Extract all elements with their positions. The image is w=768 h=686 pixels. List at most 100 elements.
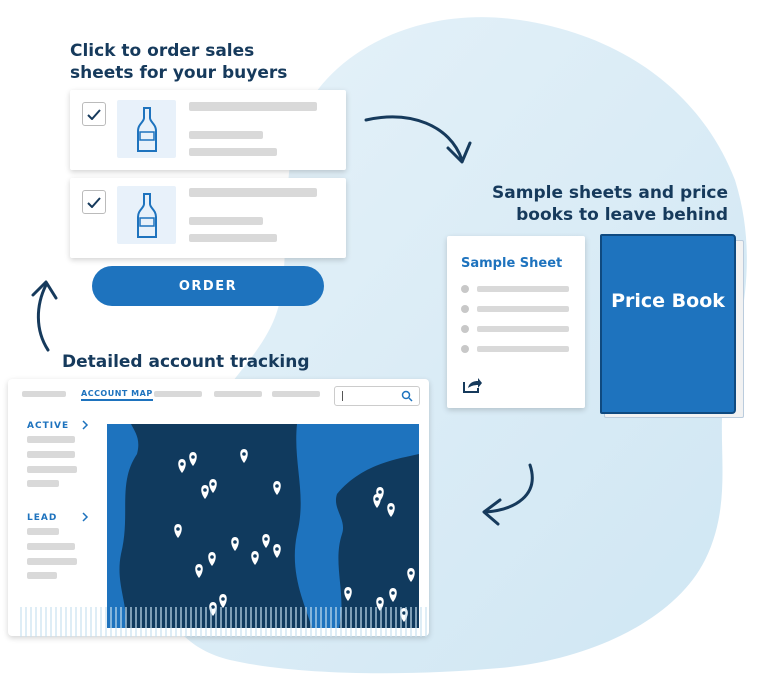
- map-pin-hole: [221, 597, 225, 601]
- sidebar-item-placeholder[interactable]: [27, 572, 57, 579]
- arrow-to-order: [36, 283, 50, 352]
- nav-tab-placeholder[interactable]: [22, 391, 66, 397]
- texture-strip: [20, 607, 430, 637]
- map-pin-icon[interactable]: [251, 551, 259, 565]
- map-pin-hole: [191, 455, 195, 459]
- product-text-placeholder: [189, 234, 277, 242]
- order-heading: Click to order sales sheets for your buy…: [70, 41, 288, 83]
- map-pin-hole: [389, 506, 393, 510]
- map-pin-icon[interactable]: [407, 568, 415, 582]
- list-line-placeholder: [477, 306, 569, 312]
- map-pin-hole: [378, 600, 382, 604]
- price-book-title: Price Book: [611, 290, 725, 312]
- chevron-right-icon[interactable]: [81, 512, 89, 522]
- land-mass: [119, 424, 312, 628]
- map-pin-hole: [180, 462, 184, 466]
- map-pin-icon[interactable]: [189, 452, 197, 466]
- list-line-placeholder: [477, 326, 569, 332]
- leave-behind-heading: Sample sheets and price books to leave b…: [492, 183, 728, 225]
- sidebar-active-label[interactable]: ACTIVE: [27, 421, 70, 431]
- map-pin-hole: [378, 490, 382, 494]
- map-pin-hole: [176, 527, 180, 531]
- product-text-placeholder: [189, 148, 277, 156]
- chevron-right-icon[interactable]: [81, 420, 89, 430]
- nav-tab-placeholder[interactable]: [214, 391, 262, 397]
- map-pin-hole: [211, 482, 215, 486]
- list-line-placeholder: [477, 286, 569, 292]
- map-pin-icon[interactable]: [273, 544, 281, 558]
- map-pin-icon[interactable]: [240, 449, 248, 463]
- map-pin-hole: [203, 488, 207, 492]
- product-text-placeholder: [189, 217, 263, 225]
- map-pin-icon[interactable]: [231, 537, 239, 551]
- map-pin-icon[interactable]: [174, 524, 182, 538]
- price-book[interactable]: Price Book: [600, 234, 736, 414]
- map-pin-hole: [275, 484, 279, 488]
- sample-sheet-title: Sample Sheet: [461, 256, 563, 271]
- map-pin-hole: [242, 452, 246, 456]
- map-pin-icon[interactable]: [209, 479, 217, 493]
- sidebar-item-placeholder[interactable]: [27, 543, 75, 550]
- product-card-1[interactable]: [70, 90, 346, 170]
- product-card-2[interactable]: [70, 178, 346, 258]
- map-pin-icon[interactable]: [273, 481, 281, 495]
- map-pin-icon[interactable]: [201, 485, 209, 499]
- wine-bottle-icon: [137, 193, 157, 238]
- wine-bottle-icon: [137, 107, 157, 152]
- list-bullet: [461, 325, 469, 333]
- map-pin-icon[interactable]: [219, 594, 227, 608]
- map-pin-hole: [375, 497, 379, 501]
- arrow-to-tracking: [483, 463, 534, 514]
- sidebar-item-placeholder[interactable]: [27, 558, 77, 565]
- product-checkbox-2[interactable]: [82, 190, 106, 214]
- sidebar-item-placeholder[interactable]: [27, 436, 75, 443]
- map-pin-icon[interactable]: [344, 587, 352, 601]
- product-checkbox-1[interactable]: [82, 102, 106, 126]
- account-map[interactable]: [107, 424, 419, 628]
- tab-account-map[interactable]: ACCOUNT MAP: [81, 389, 153, 401]
- map-pin-icon[interactable]: [373, 494, 381, 508]
- product-title-placeholder: [189, 188, 317, 197]
- map-pin-icon[interactable]: [195, 564, 203, 578]
- map-pin-hole: [391, 591, 395, 595]
- sidebar-item-placeholder[interactable]: [27, 480, 59, 487]
- account-map-window: ACCOUNT MAP ACTIVE LEAD: [8, 379, 429, 636]
- list-bullet: [461, 305, 469, 313]
- map-pin-hole: [210, 555, 214, 559]
- map-pins: [174, 449, 415, 622]
- nav-tab-placeholder[interactable]: [272, 391, 320, 397]
- map-pin-icon[interactable]: [389, 588, 397, 602]
- list-bullet: [461, 345, 469, 353]
- map-pin-hole: [409, 571, 413, 575]
- check-icon: [87, 108, 101, 120]
- search-icon[interactable]: [401, 390, 413, 402]
- map-pin-hole: [233, 540, 237, 544]
- map-pin-hole: [197, 567, 201, 571]
- arrow-head: [31, 280, 58, 300]
- map-pin-icon[interactable]: [387, 503, 395, 517]
- search-input[interactable]: [334, 386, 420, 406]
- tracking-heading: Detailed account tracking: [62, 352, 310, 372]
- sidebar-item-placeholder[interactable]: [27, 466, 77, 473]
- share-icon[interactable]: [462, 376, 482, 394]
- list-line-placeholder: [477, 346, 569, 352]
- check-icon: [87, 196, 101, 208]
- text-caret: [342, 391, 343, 401]
- arrow-head: [446, 141, 472, 164]
- product-thumbnail-1: [117, 100, 176, 158]
- nav-tab-placeholder[interactable]: [154, 391, 202, 397]
- sample-sheet-card[interactable]: Sample Sheet: [447, 236, 585, 408]
- map-pin-icon[interactable]: [208, 552, 216, 566]
- sidebar-lead-label[interactable]: LEAD: [27, 513, 58, 523]
- sidebar-item-placeholder[interactable]: [27, 528, 59, 535]
- map-pin-hole: [275, 547, 279, 551]
- order-button[interactable]: ORDER: [92, 266, 324, 306]
- arrow-to-leave-behind: [364, 115, 464, 162]
- map-pin-hole: [264, 537, 268, 541]
- map-pin-icon[interactable]: [262, 534, 270, 548]
- product-thumbnail-2: [117, 186, 176, 244]
- product-title-placeholder: [189, 102, 317, 111]
- map-pin-icon[interactable]: [178, 459, 186, 473]
- sidebar-item-placeholder[interactable]: [27, 451, 75, 458]
